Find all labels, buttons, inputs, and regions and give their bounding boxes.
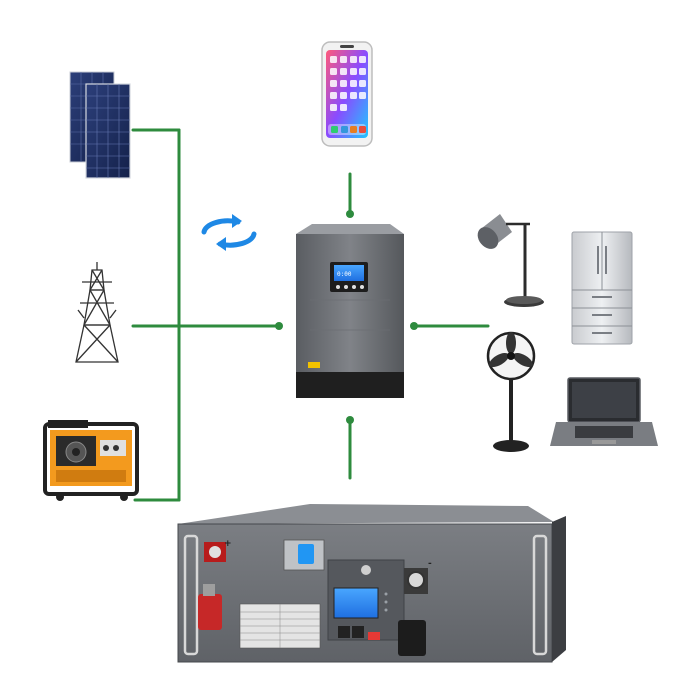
phone-dot	[346, 210, 354, 218]
generator-icon	[43, 420, 139, 501]
fan-icon	[486, 331, 536, 452]
solar-panel-icon	[69, 71, 131, 179]
battery-top-dot	[346, 416, 354, 424]
inverter-left-dot	[275, 322, 283, 330]
battery-icon: + -	[177, 504, 566, 663]
power-tower-icon	[75, 262, 119, 363]
connection-lines	[131, 128, 490, 502]
inverter-right-dot	[410, 322, 418, 330]
exchange-arrows-icon	[201, 214, 257, 251]
inverter-icon: 0:00	[296, 224, 404, 398]
fridge-icon	[571, 231, 633, 345]
connection-dots	[275, 210, 418, 424]
laptop-icon	[550, 377, 658, 446]
lamp-icon	[477, 214, 544, 307]
svg-text:0:00: 0:00	[337, 271, 352, 278]
negative-terminal-label: -	[428, 559, 432, 569]
positive-terminal-label: +	[224, 539, 232, 549]
smartphone-icon	[321, 41, 373, 147]
